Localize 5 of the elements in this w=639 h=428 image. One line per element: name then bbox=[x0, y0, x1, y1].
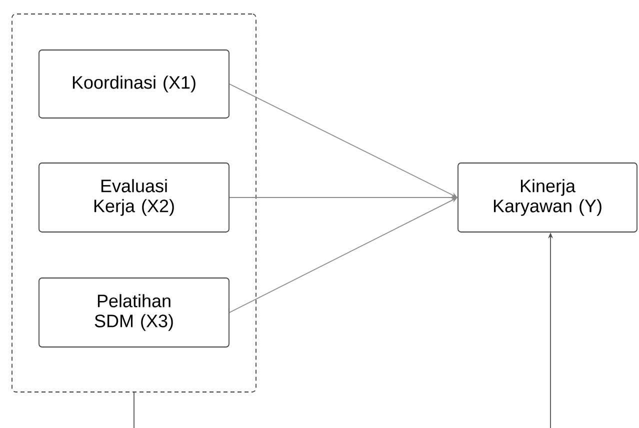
result-box: Kinerja Karyawan (Y) bbox=[458, 162, 638, 232]
variable-box: Pelatihan SDM (X3) bbox=[38, 278, 230, 348]
variable-box: Evaluasi Kerja (X2) bbox=[38, 162, 230, 232]
variable-box: Koordinasi (X1) bbox=[38, 50, 230, 118]
group-box bbox=[12, 14, 256, 392]
